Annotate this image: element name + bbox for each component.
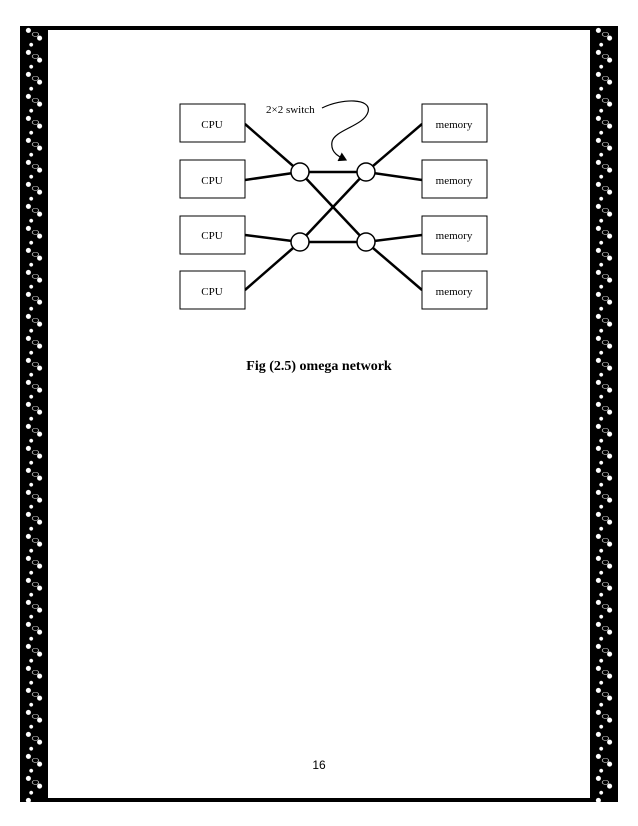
memory-box-2: memory	[421, 159, 488, 199]
page-border-bottom	[20, 798, 618, 802]
memory-box-1: memory	[421, 103, 488, 143]
memory-box-4: memory	[421, 270, 488, 310]
switch-node-3	[290, 232, 310, 252]
cpu-label: CPU	[201, 230, 222, 242]
cpu-label: CPU	[201, 175, 222, 187]
memory-label: memory	[436, 175, 473, 187]
memory-box-3: memory	[421, 215, 488, 255]
memory-label: memory	[436, 230, 473, 242]
cpu-box-2: CPU	[179, 159, 246, 199]
cpu-label: CPU	[201, 286, 222, 298]
page-number: 16	[312, 758, 326, 772]
annotation-arrow	[321, 100, 369, 162]
cpu-box-4: CPU	[179, 270, 246, 310]
cpu-box-1: CPU	[179, 103, 246, 143]
switch-annotation: 2×2 switch	[266, 104, 315, 116]
switch-node-4	[356, 232, 376, 252]
memory-label: memory	[436, 119, 473, 131]
switch-node-1	[290, 162, 310, 182]
decorative-border-left	[20, 26, 48, 802]
memory-label: memory	[436, 286, 473, 298]
cpu-box-3: CPU	[179, 215, 246, 255]
connection-lines	[244, 123, 423, 291]
decorative-border-right	[590, 26, 618, 802]
figure-caption: Fig (2.5) omega network	[246, 359, 392, 374]
switch-node-2	[356, 162, 376, 182]
page-border-top	[20, 26, 618, 30]
cpu-label: CPU	[201, 119, 222, 131]
